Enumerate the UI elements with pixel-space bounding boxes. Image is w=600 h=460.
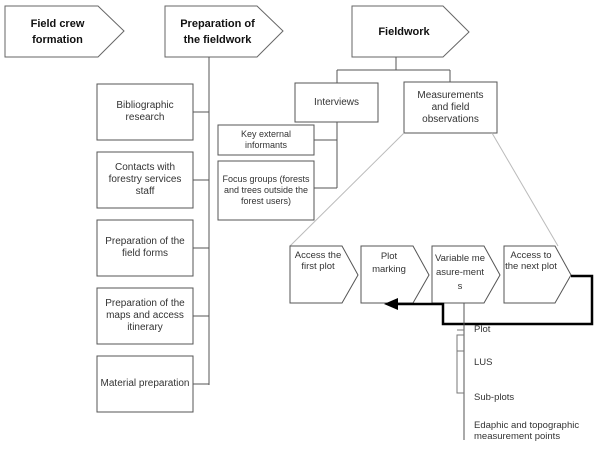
interview-box-focus-groups [217, 160, 315, 221]
interview-box-key-informants [217, 124, 315, 156]
task-label-bibliographic: Bibliographic research [116, 100, 174, 123]
branch-label-measurements: Measurements and field observations [417, 89, 484, 125]
step-label-access-next: Access to the next plot [505, 250, 557, 272]
step-shape-access-first [289, 245, 359, 304]
task-box-maps [96, 287, 194, 345]
level-label-subplots: Sub-plots [474, 392, 515, 403]
task-box-material [96, 355, 194, 413]
phase-shape-fieldwork [351, 5, 470, 58]
step-label-plot-marking: Plot marking [372, 251, 406, 275]
phase-label-fieldwork: Fieldwork [378, 25, 430, 38]
phase-shape-preparation [164, 5, 284, 58]
expansion-guide-left [289, 132, 405, 247]
level-label-lus: LUS [474, 357, 493, 368]
interview-label-focus-groups: Focus groups (forests and trees outside … [222, 174, 310, 206]
step-label-variable: Variable measure-ments [435, 253, 485, 292]
loop-arrow-line [396, 274, 594, 326]
step-shape-plot-marking [360, 245, 430, 304]
level-label-plot: Plot [474, 324, 491, 335]
interview-label-key-informants: Key external informants [240, 129, 292, 150]
level-bracket-subplots [456, 334, 464, 394]
phase-shape-field-crew [4, 5, 125, 58]
branch-box-interviews [294, 82, 379, 123]
task-label-contacts: Contacts with forestry services staff [108, 162, 182, 197]
task-box-forms [96, 219, 194, 277]
task-box-bibliographic [96, 83, 194, 141]
task-label-forms: Preparation of the field forms [105, 236, 185, 259]
step-shape-variable [431, 245, 501, 304]
task-label-maps: Preparation of the maps and access itine… [105, 298, 185, 333]
level-bracket-lus [456, 334, 464, 352]
task-box-contacts [96, 151, 194, 209]
level-label-edaphic: Edaphic and topographic measurement poin… [474, 420, 580, 442]
loop-arrowhead [384, 298, 398, 310]
branch-label-interviews: Interviews [313, 96, 359, 108]
step-shape-access-next [503, 245, 572, 304]
branch-box-measurements [403, 81, 498, 134]
step-label-access-first: Access the first plot [294, 250, 342, 272]
task-label-material: Material preparation [100, 378, 190, 389]
expansion-guide-right [491, 132, 559, 247]
